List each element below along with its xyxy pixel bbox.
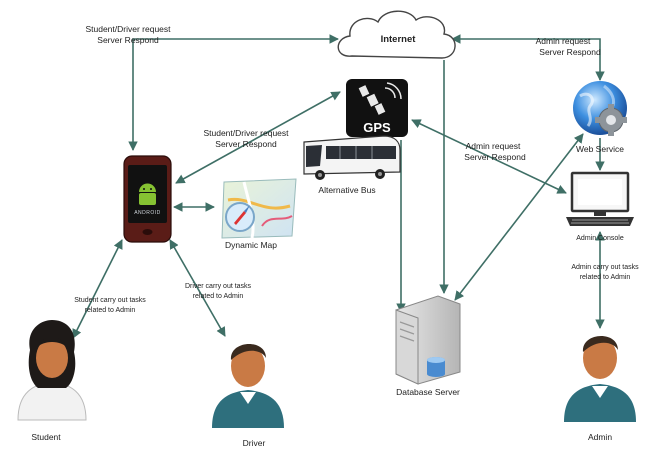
- bus-label: Alternative Bus: [318, 185, 375, 195]
- edge-label-sd-top-2: Server Respond: [97, 35, 159, 45]
- gear-icon: [595, 104, 627, 136]
- edge-labels: Student/Driver request Server Respond St…: [74, 24, 639, 314]
- edge-label-student-2: related to Admin: [85, 307, 136, 314]
- web-service-label: Web Service: [576, 144, 624, 154]
- internet-cloud-icon: Internet: [337, 10, 456, 59]
- web-service-icon: [573, 81, 627, 136]
- map-label: Dynamic Map: [225, 240, 277, 250]
- database-label: Database Server: [396, 387, 460, 397]
- gps-icon: GPS: [346, 79, 408, 137]
- edge-phone-gps: [175, 91, 341, 184]
- bus-icon: [303, 135, 401, 180]
- edge-phone-student: [72, 239, 123, 339]
- android-logo-icon: [139, 183, 156, 205]
- edge-internet-webservice: [451, 34, 605, 81]
- connectors: [72, 34, 605, 339]
- edge-label-admin-top-1: Admin request: [536, 36, 591, 46]
- edge-phone-internet: [128, 34, 339, 151]
- driver-avatar-icon: [212, 343, 284, 428]
- edge-phone-driver: [169, 239, 226, 337]
- map-icon: [221, 178, 297, 239]
- admin-label: Admin: [588, 432, 612, 442]
- admin-avatar-icon: [564, 335, 636, 422]
- driver-label: Driver: [243, 438, 266, 448]
- student-avatar-icon: [17, 320, 87, 421]
- phone-icon: ANDROID: [123, 155, 172, 243]
- student-label: Student: [31, 432, 61, 442]
- edge-label-admin-top-2: Server Respond: [539, 47, 601, 57]
- edge-label-admin-2: related to Admin: [580, 274, 631, 281]
- admin-console-icon: [566, 171, 634, 226]
- phone-brand-label: ANDROID: [134, 210, 161, 216]
- admin-console-label: Admin Console: [576, 235, 624, 242]
- internet-label: Internet: [381, 34, 417, 45]
- database-server-icon: [395, 295, 461, 385]
- gps-label: GPS: [363, 120, 391, 135]
- edge-label-sd-mid-1: Student/Driver request: [203, 128, 289, 138]
- edge-database-webservice: [454, 133, 584, 301]
- edge-label-driver-2: related to Admin: [193, 293, 244, 300]
- edge-label-admin-mid-2: Server Respond: [464, 152, 526, 162]
- edge-label-sd-mid-2: Server Respond: [215, 139, 277, 149]
- edge-label-driver-1: Driver carry out tasks: [185, 283, 252, 290]
- edge-label-admin-mid-1: Admin request: [466, 141, 521, 151]
- edge-label-admin-1: Admin carry out tasks: [571, 264, 639, 271]
- edge-label-student-1: Student carry out tasks: [74, 297, 146, 304]
- edge-label-sd-top-1: Student/Driver request: [85, 24, 171, 34]
